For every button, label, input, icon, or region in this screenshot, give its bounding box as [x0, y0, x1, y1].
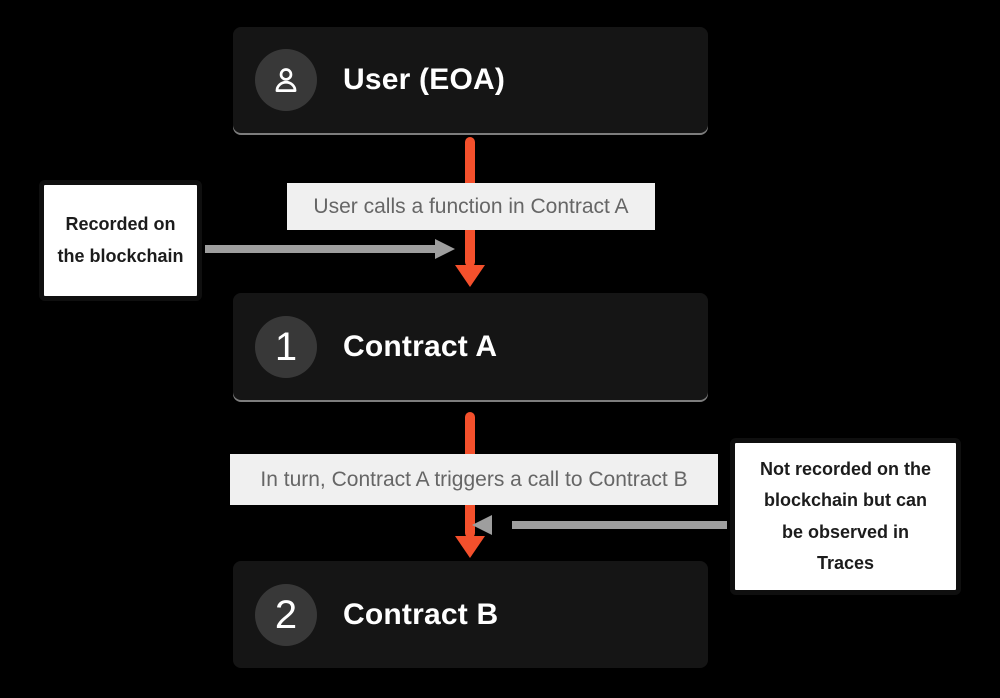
arrow-down-head-2 [455, 536, 485, 558]
node-contract-a: 1 Contract A [233, 293, 708, 400]
note-arrow-right-head [472, 515, 492, 535]
arrow-down-head-1 [455, 265, 485, 287]
note-arrow-left-shaft [205, 245, 435, 253]
node-title-contract-a: Contract A [343, 329, 498, 363]
note-observed-in-traces: Not recorded on the blockchain but can b… [730, 438, 961, 595]
node-contract-b: 2 Contract B [233, 561, 708, 668]
node-title-user: User (EOA) [343, 63, 506, 96]
note-recorded-on-blockchain: Recorded on the blockchain [39, 180, 202, 301]
note-arrow-left-head [435, 239, 455, 259]
user-avatar [255, 49, 317, 111]
person-icon [275, 68, 297, 92]
note-arrow-right-shaft [512, 521, 727, 529]
step-badge-2: 2 [255, 583, 317, 646]
edge-label-internal-call: In turn, Contract A triggers a call to C… [230, 454, 718, 505]
step-badge-1: 1 [255, 315, 317, 378]
edge-label-user-call: User calls a function in Contract A [287, 183, 655, 230]
node-user-eoa: User (EOA) [233, 27, 708, 133]
node-title-contract-b: Contract B [343, 597, 499, 631]
